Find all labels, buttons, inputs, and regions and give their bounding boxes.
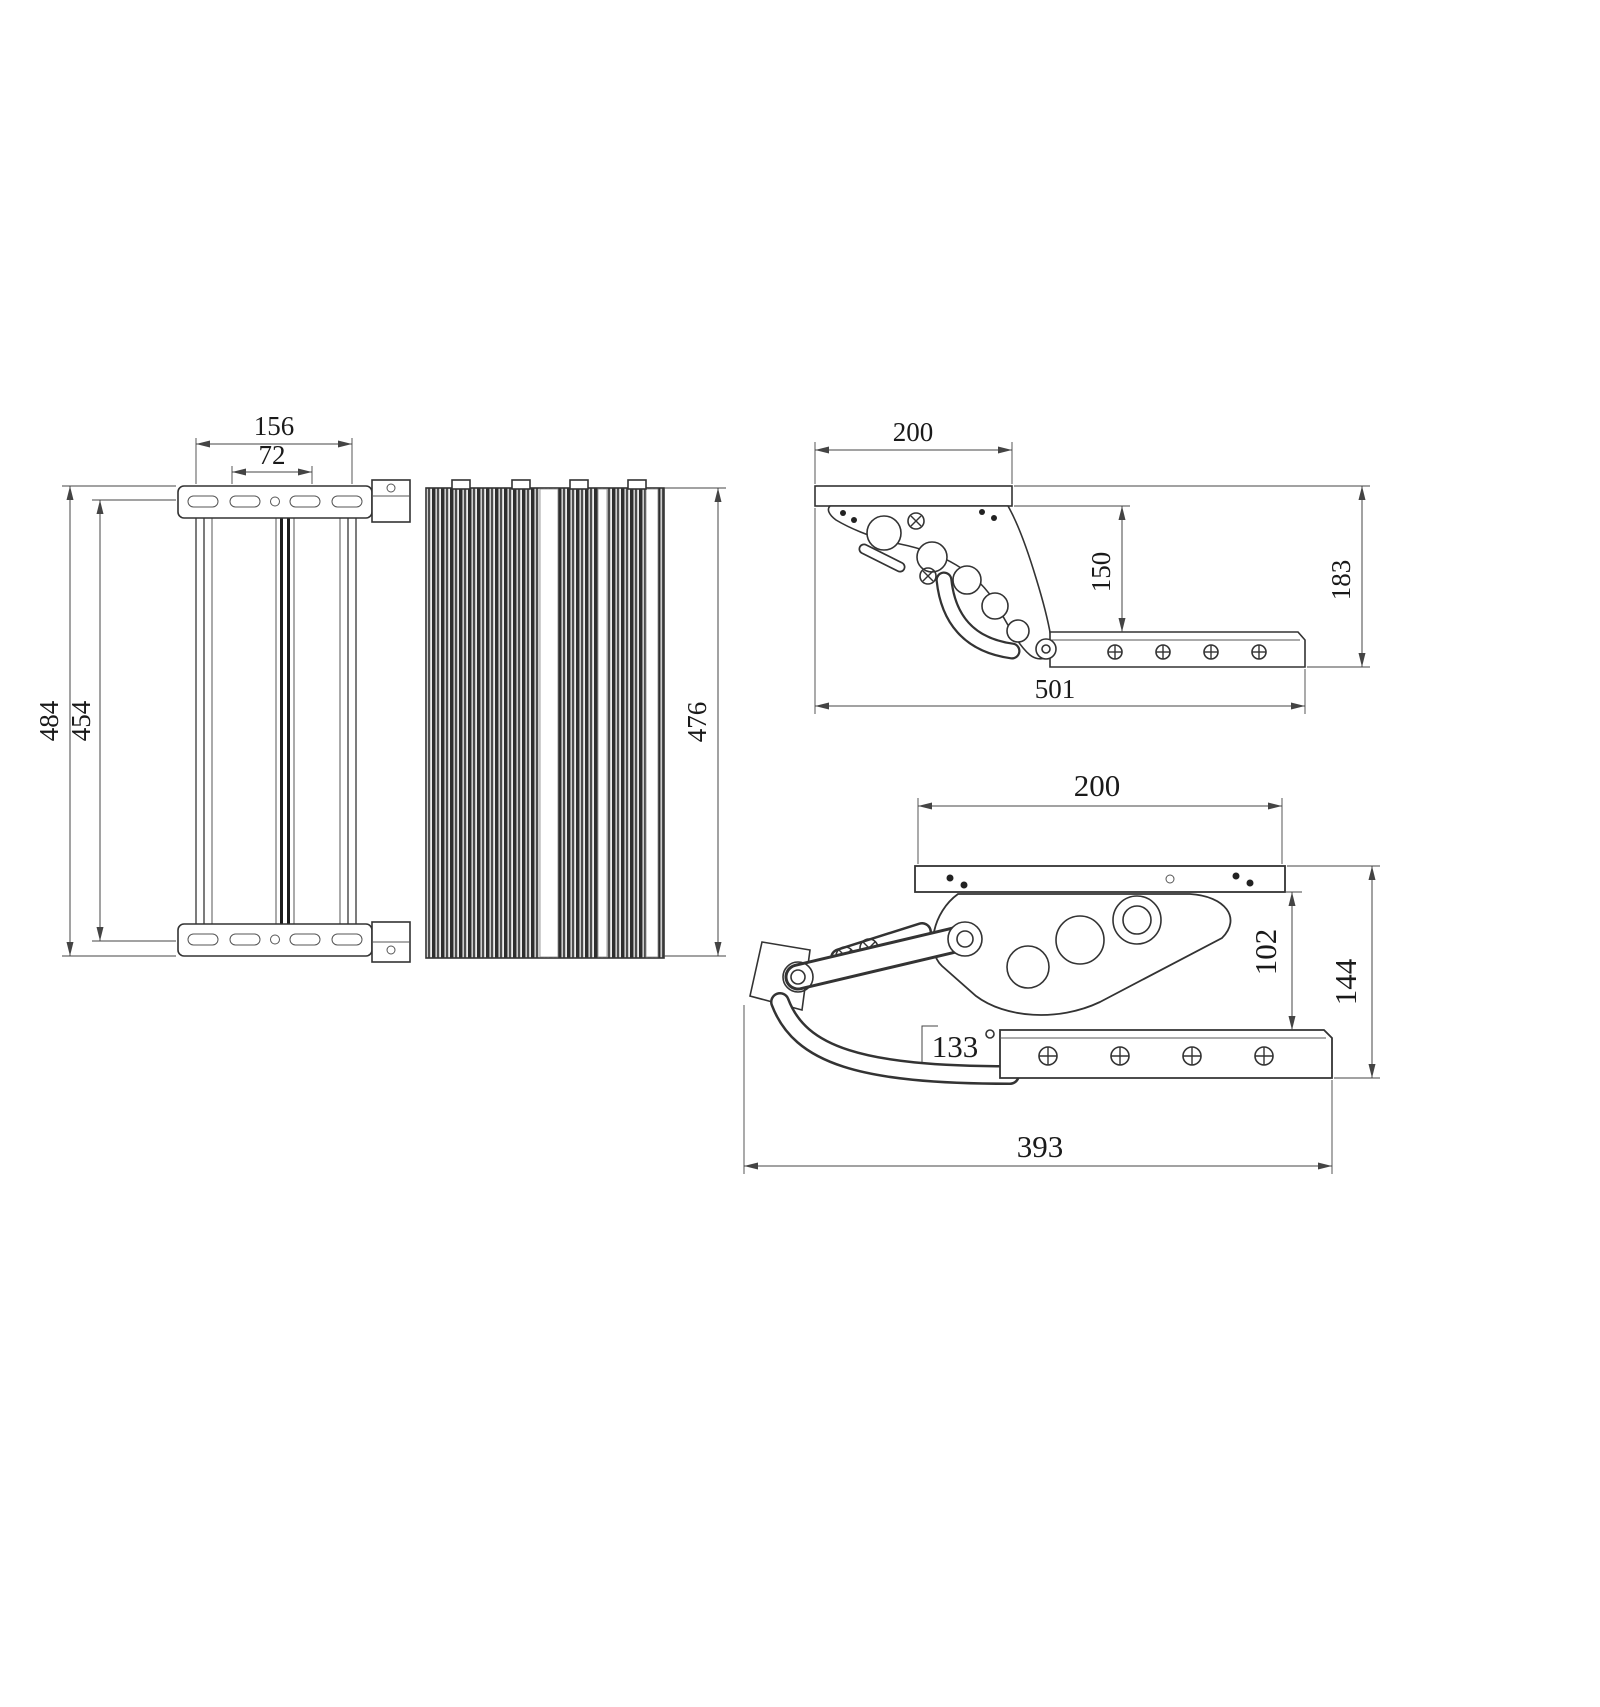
dim-folded-clearance: 102 — [1248, 891, 1302, 1030]
mount-slot — [187, 933, 219, 946]
dim-extended-overall-length: 501 — [814, 508, 1306, 714]
dim-plan-width-inner: 72 — [231, 440, 313, 484]
dim-text-150: 150 — [1086, 552, 1116, 593]
phillips-screw — [919, 567, 937, 585]
tread-bolt — [1203, 644, 1219, 660]
bottom-mounting-bracket — [177, 923, 373, 957]
curved-support-arm — [935, 571, 1021, 660]
mount-slot — [229, 933, 261, 946]
lightening-hole — [1006, 945, 1050, 989]
mount-slot — [229, 495, 261, 508]
long-link-arm — [782, 924, 977, 993]
dim-extended-mount-width: 200 — [814, 417, 1013, 484]
dim-text-133: 133 — [932, 1029, 979, 1064]
dim-text-156: 156 — [254, 411, 295, 441]
hub-pivot — [947, 921, 983, 957]
curved-support-arm-folded — [770, 992, 1020, 1085]
degree-mark — [985, 1029, 995, 1039]
arm-eye-inner — [790, 969, 806, 985]
tread-tab — [511, 479, 531, 490]
lightening-hole — [981, 592, 1009, 620]
tread-bolt — [1182, 1046, 1202, 1066]
tread-tab — [569, 479, 589, 490]
dim-text-476: 476 — [682, 702, 712, 743]
arm-eye — [782, 961, 814, 993]
dim-text-454: 454 — [66, 700, 96, 741]
tread-gap — [645, 488, 659, 958]
step-tread-extended — [1049, 631, 1306, 668]
dim-plan-height-outer: 484 — [34, 485, 176, 957]
lightening-hole — [952, 565, 982, 595]
dim-plan-height-inner: 454 — [66, 499, 176, 942]
tread-tab — [627, 479, 647, 490]
tread-bolt — [1251, 644, 1267, 660]
side-view-folded: 133 200 102 144 393 — [743, 768, 1380, 1174]
tread-bolt — [1038, 1046, 1058, 1066]
bottom-hinge — [371, 921, 411, 963]
elbow-pivot — [1035, 638, 1057, 660]
rivet-dot — [979, 509, 985, 515]
mount-slot — [331, 495, 363, 508]
rivet-dot — [1246, 879, 1254, 887]
dim-text-72: 72 — [259, 440, 286, 470]
plate-hole — [1165, 874, 1175, 884]
tread-panel — [425, 479, 665, 959]
dim-text-102: 102 — [1248, 929, 1283, 976]
dim-folded-overall-height: 144 — [1287, 865, 1380, 1079]
tread-gap — [597, 488, 608, 958]
pivot-boss-inner — [1122, 905, 1152, 935]
top-hinge — [371, 479, 411, 523]
rivet-dot — [840, 510, 846, 516]
dim-extended-overall-height: 183 — [1014, 485, 1370, 668]
plan-view: 156 72 484 454 476 — [34, 411, 726, 963]
mount-slot — [289, 495, 321, 508]
dim-fold-angle: 133 — [921, 1025, 995, 1064]
mount-plate-extended — [814, 485, 1013, 507]
tread-bolt — [1155, 644, 1171, 660]
tread-bolt — [1107, 644, 1123, 660]
lightening-hole — [1006, 619, 1030, 643]
dim-text-200-extended: 200 — [893, 417, 934, 447]
tread-tab — [451, 479, 471, 490]
dim-plan-width-outer: 156 — [195, 411, 353, 484]
slide-rails — [195, 518, 357, 924]
rivet-dot — [946, 874, 954, 882]
dim-text-393: 393 — [1017, 1129, 1064, 1164]
dim-extended-step-drop: 150 — [1014, 505, 1130, 632]
angle-leader — [921, 1025, 938, 1062]
top-mounting-bracket — [177, 485, 373, 519]
dim-text-144: 144 — [1328, 958, 1363, 1005]
dim-folded-mount-width: 200 — [917, 768, 1283, 864]
dim-text-183: 183 — [1326, 560, 1356, 601]
mount-hole — [270, 496, 280, 507]
phillips-screw — [907, 512, 925, 530]
rivet-dot — [991, 515, 997, 521]
rivet-dot — [960, 881, 968, 889]
mount-plate-folded — [914, 865, 1286, 893]
lightening-hole — [1055, 915, 1105, 965]
rivet-dot — [1232, 872, 1240, 880]
dim-plan-tread-height: 476 — [664, 487, 726, 957]
lightening-hole — [866, 515, 902, 551]
mount-hole — [270, 934, 280, 945]
mount-slot — [289, 933, 321, 946]
dim-text-484: 484 — [34, 700, 64, 741]
slot-adjuster — [858, 543, 906, 573]
mount-slot — [331, 933, 363, 946]
dim-text-200-folded: 200 — [1074, 768, 1121, 803]
rivet-dot — [851, 517, 857, 523]
pivot-bracket — [749, 941, 811, 1012]
tread-bolt — [1110, 1046, 1130, 1066]
step-tread-folded — [999, 1029, 1333, 1079]
tread-gap — [539, 488, 559, 958]
dim-folded-overall-length: 393 — [743, 1005, 1333, 1174]
tread-bolt — [1254, 1046, 1274, 1066]
pivot-boss — [1112, 895, 1162, 945]
lightening-hole — [916, 541, 948, 573]
mount-slot — [187, 495, 219, 508]
side-view-extended: 200 150 183 501 — [814, 417, 1370, 714]
dim-text-501: 501 — [1035, 674, 1076, 704]
